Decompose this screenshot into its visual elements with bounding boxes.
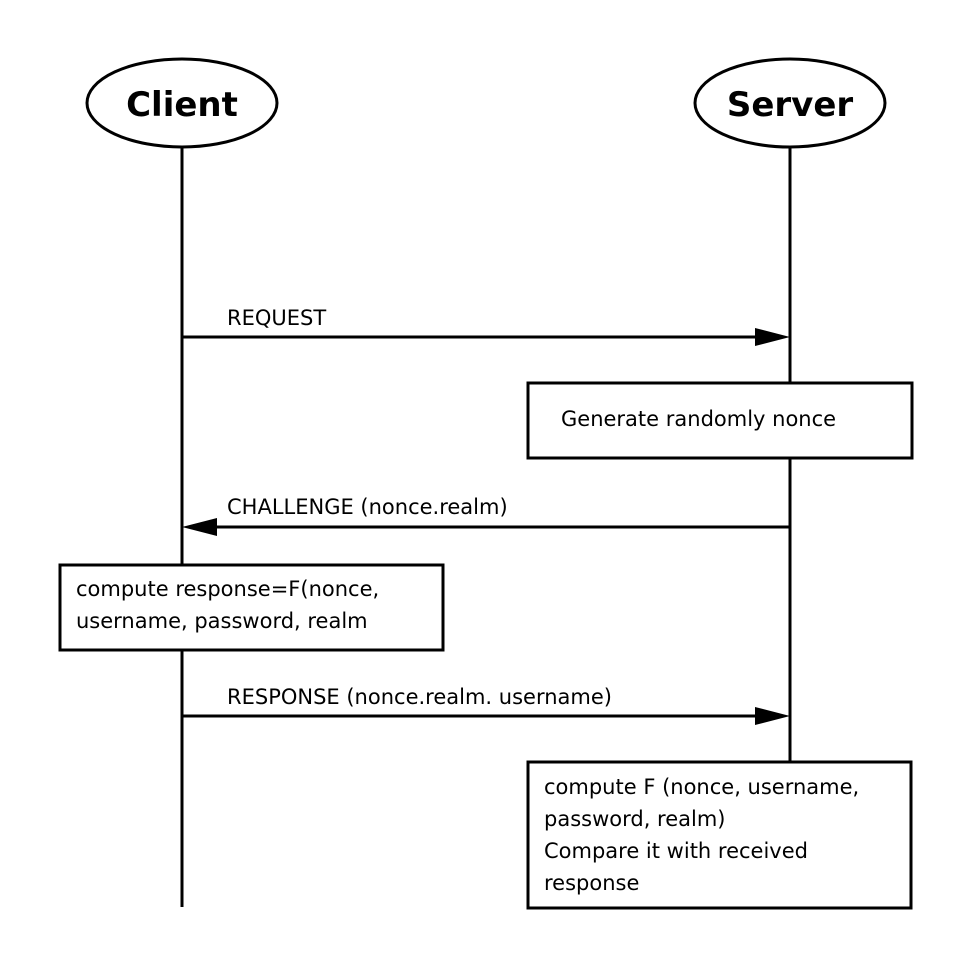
client-compute-note: compute response=F(nonce, username, pass… — [58, 563, 445, 652]
server-compute-note: compute F (nonce, username, password, re… — [526, 760, 913, 910]
client-compute-text-line: username, password, realm — [76, 609, 368, 633]
server-compute-box — [526, 760, 913, 910]
request-message-label: REQUEST — [227, 306, 326, 330]
server-compute-text-line: response — [544, 871, 639, 895]
client-compute-box — [58, 563, 445, 652]
generate-nonce-text-line: Generate randomly nonce — [561, 407, 836, 431]
server-compute-text-line: compute F (nonce, username, — [544, 775, 859, 799]
server-actor-label: Server — [727, 85, 854, 125]
server-compute-text-line: password, realm) — [544, 807, 726, 831]
response-message-label: RESPONSE (nonce.realm. username) — [227, 685, 612, 709]
client-actor: Client — [85, 57, 279, 149]
response-arrowhead — [755, 707, 790, 725]
client-actor-ellipse — [85, 57, 279, 149]
client-actor-label: Client — [126, 85, 238, 125]
server-actor-ellipse — [693, 57, 887, 149]
server-compute-text-line: Compare it with received — [544, 839, 808, 863]
generate-nonce-note: Generate randomly nonce — [526, 381, 914, 460]
server-actor: Server — [693, 57, 887, 149]
generate-nonce-box — [526, 381, 914, 460]
request-message: REQUEST — [182, 306, 790, 346]
client-compute-text-line: compute response=F(nonce, — [76, 577, 379, 601]
challenge-message: CHALLENGE (nonce.realm) — [182, 495, 790, 536]
response-message: RESPONSE (nonce.realm. username) — [182, 685, 790, 725]
request-arrowhead — [755, 328, 790, 346]
challenge-message-label: CHALLENGE (nonce.realm) — [227, 495, 508, 519]
challenge-arrowhead — [182, 518, 217, 536]
